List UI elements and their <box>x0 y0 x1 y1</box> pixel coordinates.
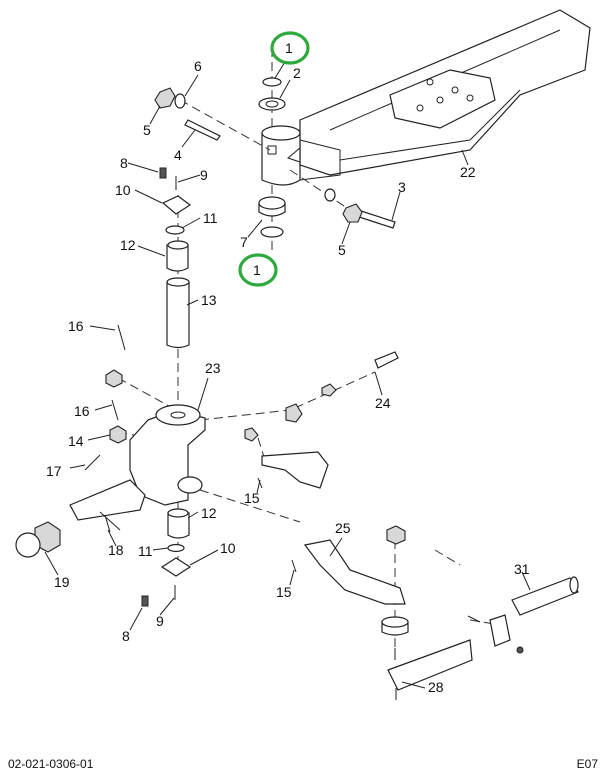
callout-5-left: 5 <box>143 122 151 138</box>
callout-8-bottom: 8 <box>122 628 130 644</box>
callout-1-top: 1 <box>285 40 293 56</box>
callout-16-mid: 16 <box>74 403 90 419</box>
callout-13: 13 <box>201 292 217 308</box>
callout-10-bottom: 10 <box>220 540 236 556</box>
callout-3: 3 <box>398 179 406 195</box>
callout-11-top: 11 <box>203 210 218 226</box>
highlight-ring-top <box>270 31 310 65</box>
sheet-code: E07 <box>576 757 598 771</box>
callout-6: 6 <box>194 58 202 74</box>
highlight-rings <box>238 31 310 287</box>
callout-1-bottom: 1 <box>253 262 261 278</box>
callout-11-bottom: 11 <box>138 543 153 559</box>
axle-beam-drawing <box>261 9 591 186</box>
callout-22: 22 <box>460 164 476 180</box>
callout-2: 2 <box>293 65 301 81</box>
callout-15-mid: 15 <box>244 490 260 506</box>
callout-7: 7 <box>240 234 248 250</box>
callout-24: 24 <box>375 395 391 411</box>
callout-14: 14 <box>68 433 84 449</box>
callout-28: 28 <box>428 679 444 695</box>
callout-labels: 1 1 2 3 4 5 5 6 7 8 8 9 9 10 10 11 11 12… <box>46 40 530 695</box>
callout-25: 25 <box>335 520 351 536</box>
callout-15-low: 15 <box>276 584 292 600</box>
callout-12-top: 12 <box>120 237 136 253</box>
parts-drawings <box>15 77 579 700</box>
callout-4: 4 <box>174 147 182 163</box>
callout-31: 31 <box>514 561 530 577</box>
drawing-number: 02-021-0306-01 <box>8 757 94 771</box>
callout-18: 18 <box>108 542 124 558</box>
callout-9-bottom: 9 <box>156 613 164 629</box>
callout-5-right: 5 <box>338 242 346 258</box>
callout-9-top: 9 <box>200 167 208 183</box>
callout-8-top: 8 <box>120 155 128 171</box>
callout-17: 17 <box>46 463 62 479</box>
callout-16-top: 16 <box>68 318 84 334</box>
highlight-ring-bottom <box>238 253 278 287</box>
callout-19: 19 <box>54 574 70 590</box>
callout-10-top: 10 <box>115 182 131 198</box>
callout-23: 23 <box>205 360 221 376</box>
callout-12-bottom: 12 <box>201 505 217 521</box>
leader-lines <box>44 61 531 689</box>
